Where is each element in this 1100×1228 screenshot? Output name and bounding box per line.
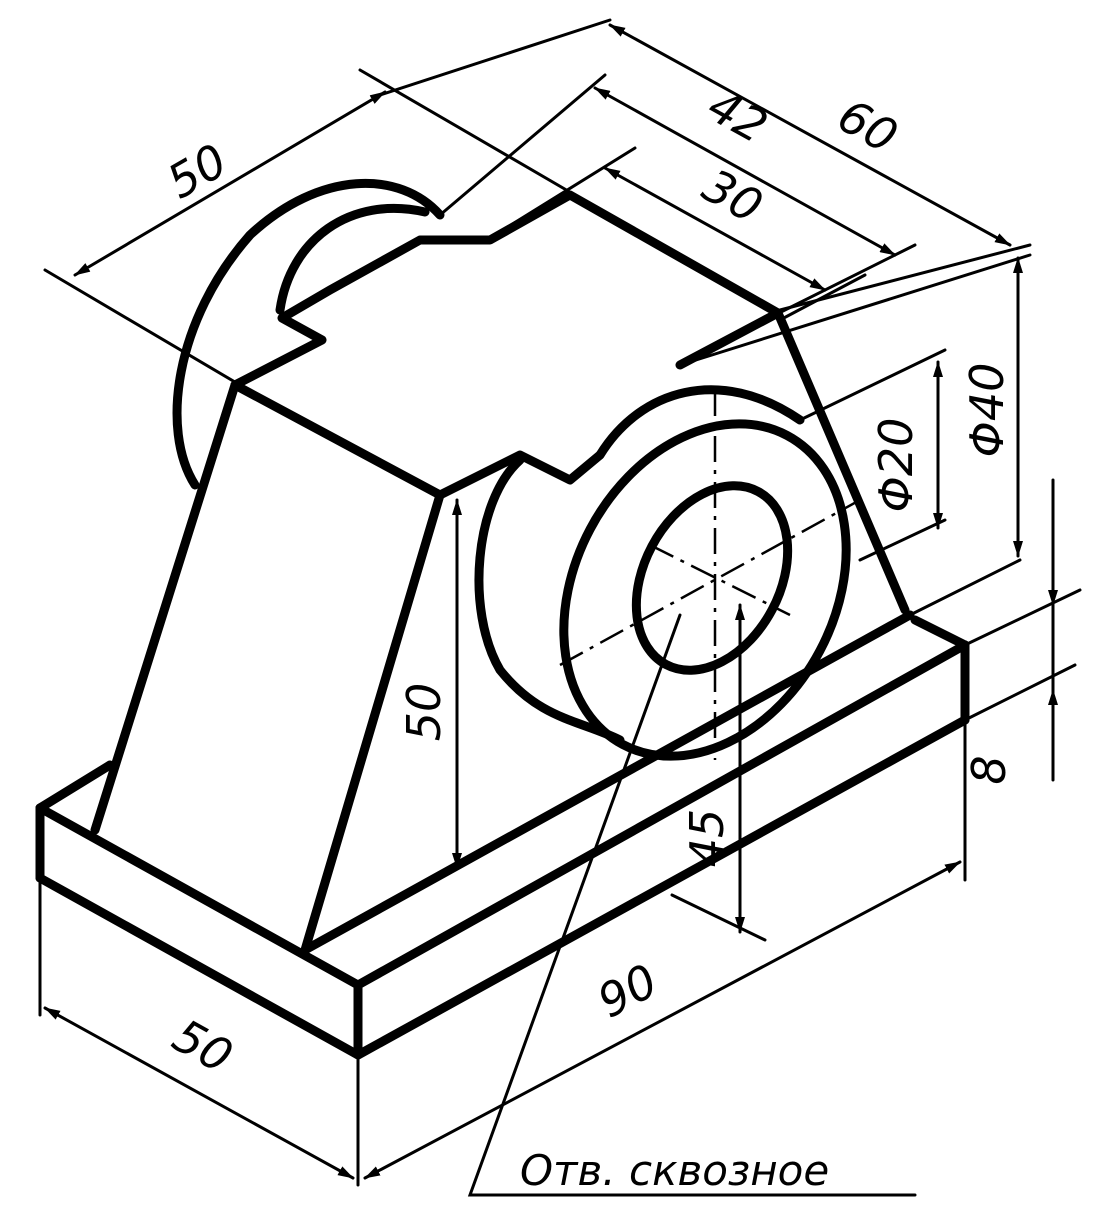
ext-phi20-bottom xyxy=(858,518,947,562)
ext-top-50-right xyxy=(358,68,577,197)
ext-phi40-top xyxy=(678,253,1032,367)
ext-30-left xyxy=(488,146,637,240)
ext-phi40-bottom xyxy=(908,558,1022,617)
ext-phi20-top xyxy=(798,348,947,422)
dim-label-phi40: Φ40 xyxy=(960,363,1014,458)
dim-line-base-50 xyxy=(43,1006,355,1180)
boss-front-face xyxy=(559,419,851,761)
top-face-front-notch xyxy=(435,450,605,500)
dim-label-phi20: Φ20 xyxy=(869,418,923,513)
dim-label-45: 45 xyxy=(680,809,734,868)
upright-foot-edge xyxy=(300,610,915,955)
upright-front-edge xyxy=(300,490,445,955)
ext-42-left xyxy=(438,73,607,217)
hole-horizontal-centerline xyxy=(559,498,861,667)
left-rounded-inner xyxy=(275,203,430,315)
dim-label-8: 8 xyxy=(962,755,1016,784)
upright-left-edge xyxy=(90,380,240,835)
part-outline xyxy=(35,178,970,1060)
ext-45-bottom xyxy=(670,893,767,942)
ext-60-left xyxy=(378,18,612,97)
ext-8-bottom xyxy=(963,663,1077,722)
ext-30-right xyxy=(778,273,867,322)
through-hole-note: Отв. сквозное xyxy=(520,1146,829,1195)
hole-circle xyxy=(631,481,793,675)
dim-label-base-50: 50 xyxy=(164,1008,241,1084)
dim-line-30 xyxy=(603,166,827,292)
base-back-left-edge xyxy=(35,760,115,813)
dim-line-top-50 xyxy=(73,90,387,277)
dim-line-60 xyxy=(608,23,1012,247)
boss-outer-silhouette xyxy=(474,455,625,745)
boss-back-arc xyxy=(595,385,805,460)
top-face-outline xyxy=(230,190,910,615)
dim-label-top-50: 50 xyxy=(158,133,236,209)
dim-label-90: 90 xyxy=(589,953,666,1028)
ext-top-50-left xyxy=(43,268,242,387)
slot-right-step xyxy=(675,308,783,370)
dim-label-42: 42 xyxy=(699,78,776,154)
dim-label-upright-50: 50 xyxy=(397,683,451,742)
note-leader xyxy=(467,613,917,1197)
ext-8-top xyxy=(963,588,1082,647)
dimension-lines xyxy=(38,18,1082,1197)
ext-42-right xyxy=(773,243,917,317)
dim-line-90 xyxy=(363,860,962,1180)
center-lines xyxy=(559,390,861,760)
upright-top-front-edge xyxy=(230,380,445,500)
base-back-right-edge xyxy=(910,615,970,650)
